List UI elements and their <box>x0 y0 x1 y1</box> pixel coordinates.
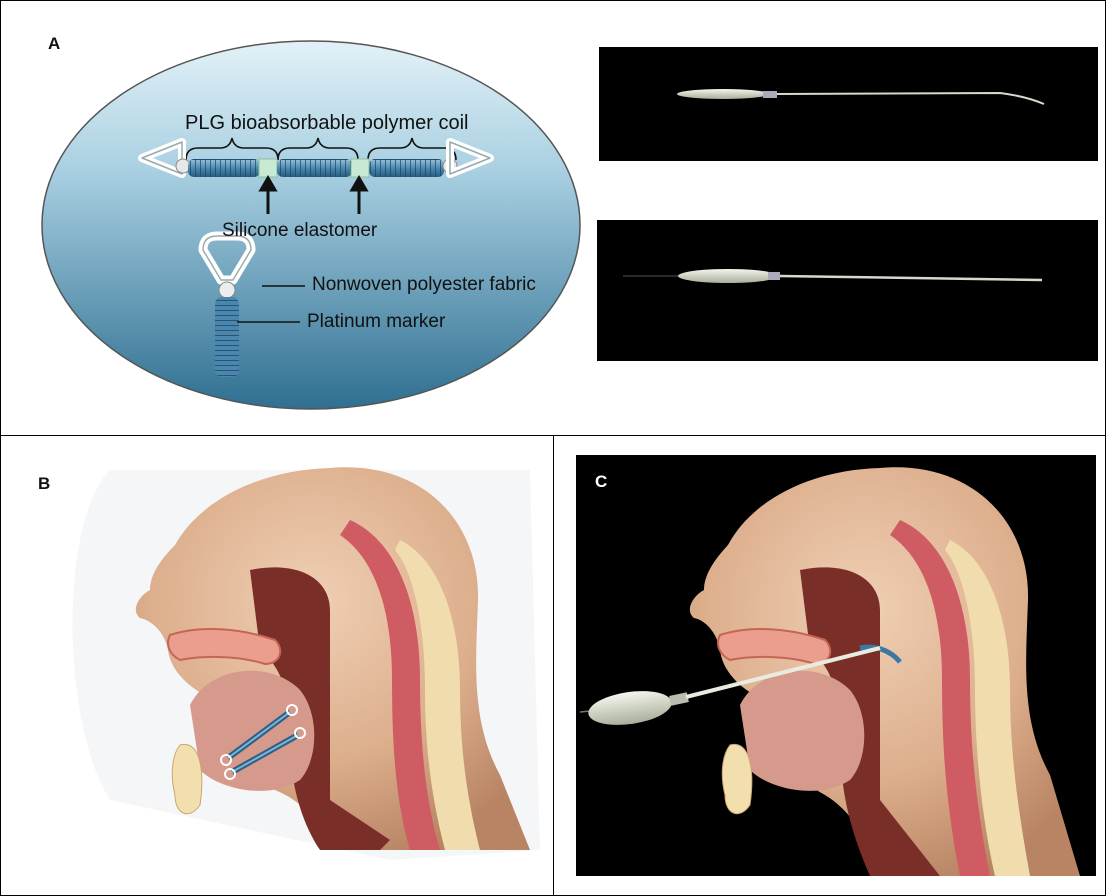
label-platinum-marker: Platinum marker <box>307 311 445 333</box>
device-photo-top <box>599 47 1098 161</box>
head-anatomy-b <box>73 467 541 860</box>
panel-b-letter: B <box>38 474 50 494</box>
label-silicone-elastomer: Silicone elastomer <box>222 220 377 242</box>
label-polyester-fabric: Nonwoven polyester fabric <box>312 274 536 296</box>
head-anatomy-c <box>576 455 1096 876</box>
device-photo-bottom <box>597 220 1098 361</box>
label-polymer-coil: PLG bioabsorbable polymer coil <box>185 112 469 135</box>
panel-a-letter: A <box>48 34 60 54</box>
panel-c-letter: C <box>595 472 607 492</box>
